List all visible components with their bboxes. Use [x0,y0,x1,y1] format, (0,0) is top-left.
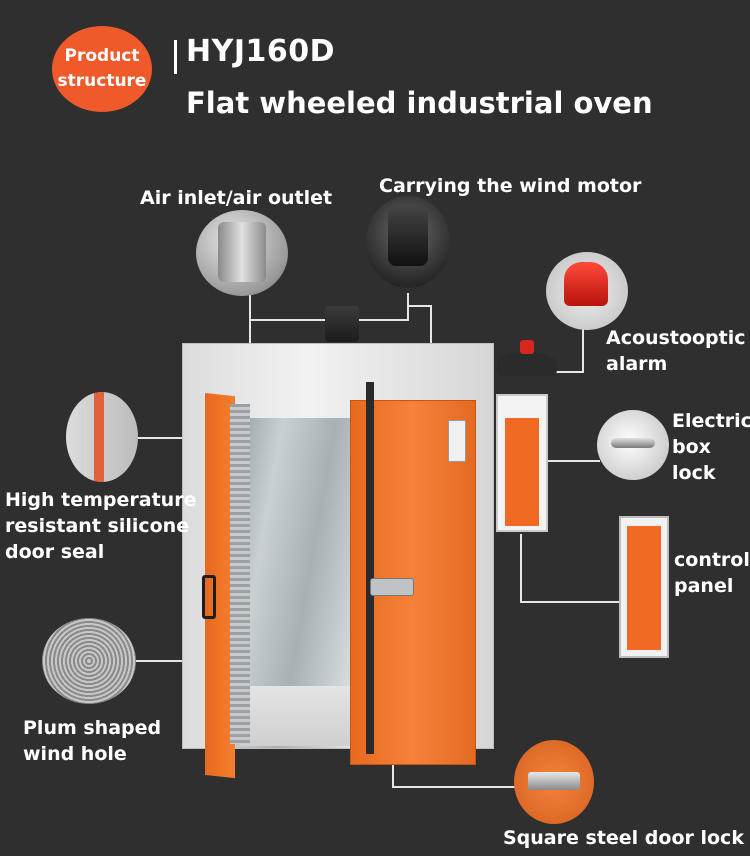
label-control-panel: control panel [674,547,750,599]
label-door-lock: Square steel door lock [503,827,744,849]
label-wind-hole-line-2: wind hole [23,743,127,765]
label-door-seal-line-3: door seal [5,541,105,563]
door-nameplate [448,420,466,462]
seal-shape [94,392,104,482]
label-wind-hole: Plum shaped wind hole [23,715,161,767]
label-control-panel-line-2: panel [674,575,734,597]
control-box-panel [505,418,539,526]
wind-hole-photo [42,618,136,704]
control-panel-face [627,526,661,650]
alarm-photo [546,252,628,330]
connector-alarm-v [582,320,584,372]
label-box-lock-line-2: box [672,436,711,458]
door-handle [202,575,216,619]
lock-shape [528,772,580,790]
box-lock-shape [611,438,655,448]
alarm-lamp-shape [564,262,608,306]
control-panel-inset [619,516,669,658]
hinge-bar [366,382,374,754]
air-inlet-photo [196,210,288,296]
door-seal-photo [66,392,138,482]
label-alarm-line-1: Acoustooptic [606,327,746,349]
chamber-floor [240,686,352,746]
badge-line-2: structure [57,71,147,91]
badge-line-1: Product [64,46,140,66]
label-door-seal: High temperature resistant silicone door… [5,487,196,565]
connector-control-v [520,534,522,602]
connector-box-lock [548,460,600,462]
label-alarm: Acoustooptic alarm [606,325,746,377]
label-door-seal-line-2: resistant silicone [5,515,190,537]
label-control-panel-line-1: control [674,549,750,571]
model-title: HYJ160D [186,34,336,69]
connector-motor-v [430,305,432,343]
label-alarm-line-2: alarm [606,353,668,375]
label-wind-hole-line-1: Plum shaped [23,717,162,739]
connector-door-lock-h [392,786,524,788]
top-wind-motor [325,306,359,342]
label-air-inlet: Air inlet/air outlet [140,187,333,209]
title-divider [174,40,177,74]
box-lock-photo [597,410,669,480]
product-name: Flat wheeled industrial oven [186,86,653,120]
label-box-lock: Electric box lock [672,408,750,486]
connector-air-outlet-v [407,293,409,321]
connector-door-seal [132,437,224,439]
motor-shape [388,206,428,266]
connector-alarm-h [540,371,584,373]
product-structure-badge: Product structure [52,26,152,112]
connector-control-h [520,601,620,603]
square-steel-door-lock [370,578,414,596]
wind-motor-photo [366,196,450,288]
alarm-light [520,340,534,354]
door-lock-photo [514,740,594,824]
perforated-wall [230,404,250,744]
label-box-lock-line-3: lock [672,462,716,484]
label-door-seal-line-1: High temperature [5,489,197,511]
alarm-base [497,352,557,376]
label-wind-motor: Carrying the wind motor [379,175,642,197]
connector-motor-h [408,305,432,307]
air-duct-shape [218,222,266,282]
label-box-lock-line-1: Electric [672,410,750,432]
